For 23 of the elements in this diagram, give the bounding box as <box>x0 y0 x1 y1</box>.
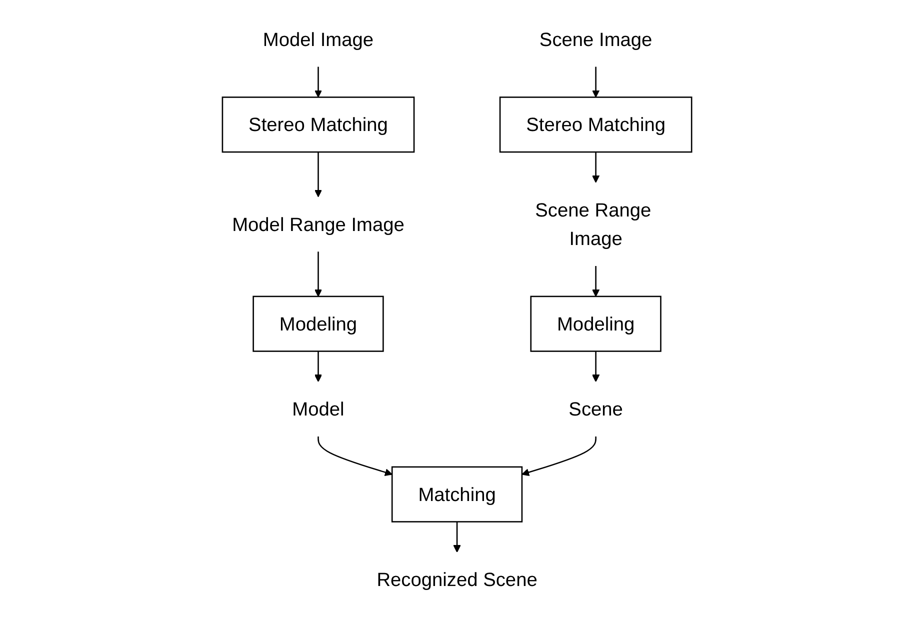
node-text: Scene <box>568 398 624 420</box>
arrow <box>453 522 461 553</box>
arrow <box>592 66 600 98</box>
arrow <box>314 152 322 198</box>
arrow <box>592 266 600 297</box>
node-box: Matching <box>392 466 523 522</box>
node-box: Modeling <box>252 296 384 352</box>
arrow <box>314 66 322 98</box>
node-text: Model Image <box>262 28 374 50</box>
arrow <box>522 436 597 476</box>
arrow <box>592 152 600 183</box>
node-box: Stereo Matching <box>222 96 415 153</box>
node-text: Scene Image <box>539 28 652 50</box>
arrow <box>314 351 322 382</box>
node-text: Scene Range Image <box>535 199 652 250</box>
node-text: Model <box>292 398 344 420</box>
arrow <box>314 252 322 297</box>
node-box: Modeling <box>530 296 662 352</box>
node-box: Stereo Matching <box>499 96 692 153</box>
arrow <box>592 351 600 382</box>
node-text: Recognized Scene <box>376 568 538 590</box>
arrow <box>318 436 392 476</box>
node-text: Model Range Image <box>232 213 404 236</box>
